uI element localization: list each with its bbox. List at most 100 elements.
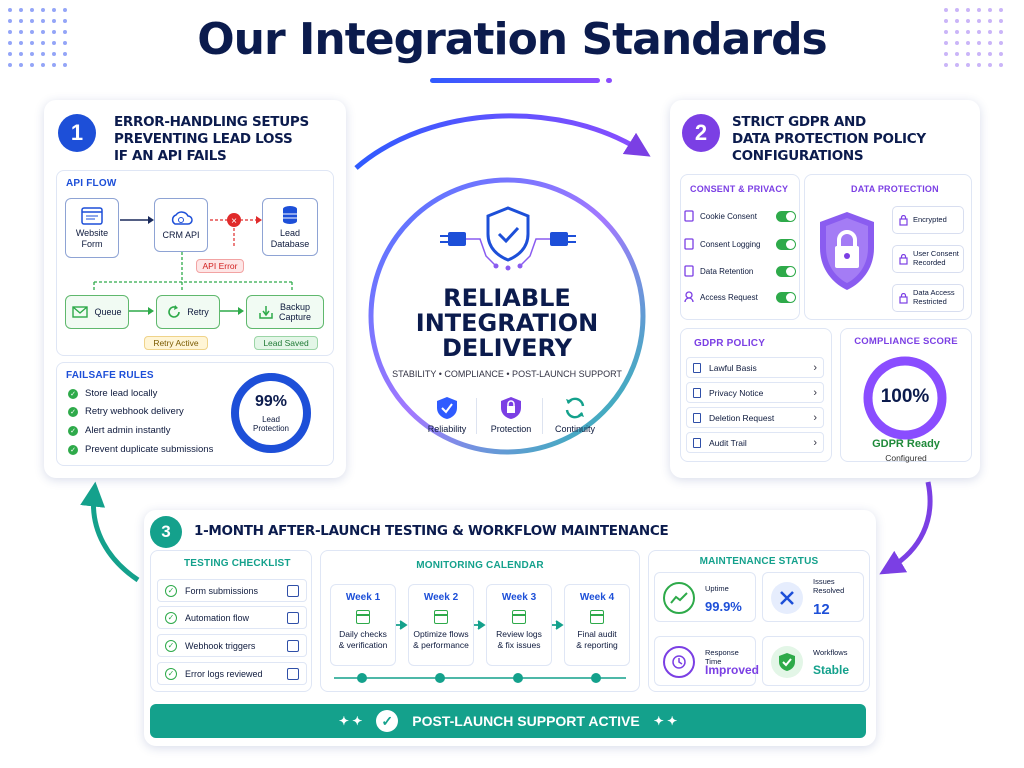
failsafe-rule: ✓Prevent duplicate submissions [68, 444, 213, 455]
check-circle-icon: ✓ [165, 667, 177, 680]
panel3-title: 1-MONTH AFTER-LAUNCH TESTING & WORKFLOW … [194, 523, 669, 539]
chevron-right-icon: › [813, 436, 817, 449]
padlock-shield-icon [820, 212, 874, 290]
toggle-on[interactable] [776, 291, 796, 303]
compliance-score-section [840, 328, 972, 462]
calendar-icon [590, 610, 604, 624]
toggle-on[interactable] [776, 210, 796, 222]
toggle-on[interactable] [776, 238, 796, 250]
page-title: Our Integration Standards [197, 14, 828, 65]
gauge-value: 99% [254, 393, 288, 410]
maintenance-heading: MAINTENANCE STATUS [699, 556, 819, 567]
monitoring-calendar-section [320, 550, 640, 692]
backup-capture-node: Backup Capture [246, 295, 324, 329]
consent-heading: CONSENT & PRIVACY [690, 184, 789, 194]
compliance-gauge [863, 356, 947, 440]
checklist-heading: TESTING CHECKLIST [184, 558, 291, 569]
failsafe-rule: ✓Store lead locally [68, 388, 157, 399]
user-consent-item: User Consent Recorded [892, 245, 964, 273]
calendar-icon [356, 610, 370, 624]
crm-api-node: CRM API [154, 198, 208, 252]
user-icon [684, 291, 694, 303]
lead-database-label: Lead Database [270, 228, 310, 249]
check-icon: ✓ [68, 444, 78, 455]
data-protection-heading: DATA PROTECTION [851, 184, 939, 194]
consent-row-retention: Data Retention [684, 260, 796, 282]
check-icon: ✓ [68, 425, 78, 436]
crm-api-label: CRM API [162, 230, 200, 241]
gauge-label: Lead Protection [252, 415, 290, 434]
lead-protection-gauge [231, 373, 311, 453]
toggle-on[interactable] [776, 265, 796, 277]
tools-icon [771, 582, 803, 614]
step-number-3: 3 [150, 516, 182, 548]
document-icon [693, 387, 701, 398]
calendar-timeline [334, 620, 626, 683]
policy-item[interactable]: Deletion Request› [686, 407, 824, 428]
consent-row-logging: Consent Logging [684, 233, 796, 255]
flow-icon [287, 611, 299, 624]
chevron-right-icon: › [813, 361, 817, 374]
envelope-icon [72, 306, 89, 318]
clock-icon [663, 646, 695, 678]
reliability-item: Reliability [422, 396, 472, 434]
consent-row-cookie: Cookie Consent [684, 205, 796, 227]
backup-capture-label: Backup Capture [278, 301, 312, 322]
retry-active-badge: Retry Active [144, 336, 208, 350]
data-access-item: Data Access Restricted [892, 284, 964, 312]
cookie-icon [684, 210, 694, 222]
compliance-value: 100% [880, 386, 930, 407]
sparkle-icon: ✦ ✦ [653, 714, 678, 728]
title-underline-dot [606, 78, 612, 83]
arrow-2-to-3 [879, 481, 933, 575]
consent-row-access: Access Request [684, 286, 796, 308]
gdpr-policy-heading: GDPR POLICY [694, 338, 766, 349]
post-launch-support-banner: ✦ ✦ ✓ POST-LAUNCH SUPPORT ACTIVE ✦ ✦ [150, 704, 866, 738]
policy-item[interactable]: Privacy Notice› [686, 382, 824, 403]
browser-icon [81, 207, 103, 225]
retry-label: Retry [187, 307, 209, 317]
decorative-dots [8, 8, 74, 74]
arrow-1-to-2 [354, 113, 651, 170]
shield-check-icon [437, 397, 457, 419]
check-circle-icon: ✓ [376, 710, 399, 732]
refresh-icon [565, 397, 585, 419]
center-tagline: STABILITY • COMPLIANCE • POST-LAUNCH SUP… [392, 369, 622, 379]
failsafe-rule: ✓Retry webhook delivery [68, 406, 184, 417]
check-circle-icon: ✓ [165, 611, 177, 624]
gdpr-policy-section [680, 328, 832, 462]
calendar-heading: MONITORING CALENDAR [416, 560, 544, 571]
website-form-node: Website Form [65, 198, 119, 258]
title-underline [430, 78, 600, 83]
decorative-dots [944, 8, 1010, 74]
check-circle-icon: ✓ [165, 584, 177, 597]
log-icon [287, 667, 299, 680]
database-icon [283, 206, 297, 225]
banner-label: POST-LAUNCH SUPPORT ACTIVE [412, 713, 640, 729]
api-flow-heading: API FLOW [66, 178, 117, 189]
lock-shield-icon [501, 397, 521, 419]
chevron-right-icon: › [813, 411, 817, 424]
lock-icon [899, 292, 908, 304]
calendar-icon [512, 610, 526, 624]
configured-label: Configured [885, 453, 927, 463]
checklist-item: ✓Form submissions [157, 579, 307, 602]
lock-icon [899, 253, 908, 265]
testing-checklist-section [150, 550, 312, 692]
gdpr-ready-status: GDPR Ready [872, 438, 940, 450]
center-ring [368, 177, 646, 455]
policy-item[interactable]: Lawful Basis› [686, 357, 824, 378]
policy-item[interactable]: Audit Trail› [686, 432, 824, 453]
lead-database-node: Lead Database [262, 198, 318, 256]
checklist-item: ✓Error logs reviewed [157, 662, 307, 685]
check-icon: ✓ [68, 388, 78, 399]
